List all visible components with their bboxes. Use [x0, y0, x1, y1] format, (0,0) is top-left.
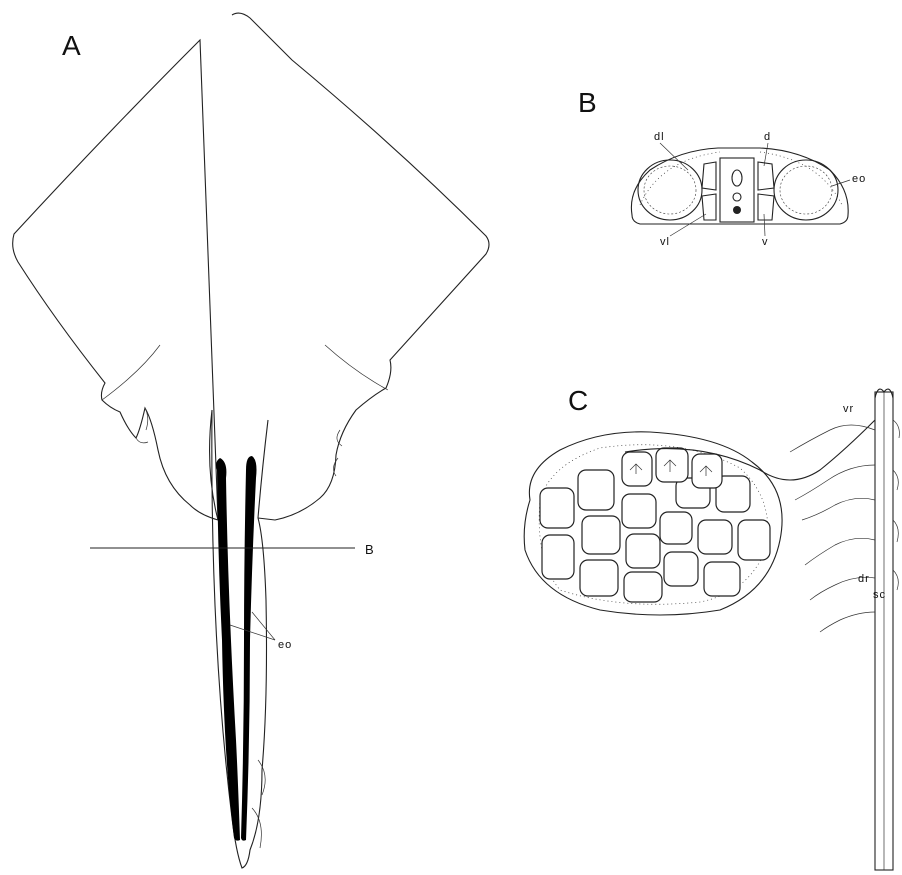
ventral-muscle-left: [702, 194, 716, 220]
leader-dl: [660, 143, 688, 170]
nerve-branch: [893, 420, 899, 590]
electrocyte: [622, 494, 656, 528]
electrocyte: [664, 552, 698, 586]
eo-label-a: eo: [278, 639, 292, 651]
label-v: v: [762, 236, 769, 248]
label-d: d: [764, 131, 771, 143]
leader-d: [764, 143, 768, 166]
haemal-canal: [733, 206, 741, 214]
panel-c: C: [524, 385, 899, 870]
centrum: [733, 193, 741, 201]
dorsal-root: [820, 612, 875, 632]
label-vr: vr: [843, 403, 854, 415]
electrocyte: [578, 470, 614, 510]
panel-b-label: B: [578, 87, 597, 118]
leader-vl: [670, 214, 706, 236]
ventral-root: [802, 498, 875, 520]
ventral-muscle-right: [758, 194, 774, 220]
electrocyte: [698, 520, 732, 554]
label-dl: dl: [654, 131, 665, 143]
electrocyte: [624, 572, 662, 602]
electrocyte: [660, 512, 692, 544]
ventral-root: [790, 425, 875, 452]
electrocyte-innervated: [692, 454, 722, 488]
label-sc: sc: [873, 589, 886, 601]
label-vl: vl: [660, 236, 670, 248]
eo-leader-left: [230, 625, 275, 640]
electrocyte: [582, 516, 620, 554]
panel-c-label: C: [568, 385, 588, 416]
pelvic-fold-left: [102, 345, 160, 400]
panel-a: A B eo: [13, 13, 489, 868]
electrocyte: [738, 520, 770, 560]
label-dr: dr: [858, 573, 870, 585]
pelvic-fold-right: [325, 345, 388, 390]
leader-v: [764, 214, 765, 236]
electric-organ-section-right: [774, 160, 838, 220]
dorsal-root: [805, 538, 875, 565]
electrocytes: [540, 448, 770, 602]
dorsal-muscle-left: [702, 162, 716, 190]
electric-organ-section-left: [638, 160, 702, 220]
dorsal-muscle-right: [758, 162, 774, 190]
electric-organ-right: [241, 456, 257, 841]
electrocyte-innervated: [656, 448, 688, 482]
electrocyte: [626, 534, 660, 568]
electric-organ-cells-right: [780, 166, 832, 214]
tail-fin: [252, 760, 265, 848]
section-marker: B: [365, 542, 374, 557]
electrocyte: [540, 488, 574, 528]
disc-outline: [13, 13, 489, 520]
panel-b: B dl d eo vl v: [578, 87, 866, 248]
panel-a-label: A: [62, 30, 81, 61]
electric-organ-cells-left: [644, 166, 696, 214]
electrocyte-innervated: [622, 452, 652, 486]
spinal-cord: [732, 170, 742, 186]
pelvic-notch-left: [136, 408, 148, 443]
electrocyte: [704, 562, 740, 596]
label-eo-b: eo: [852, 173, 866, 185]
electrocyte: [580, 560, 618, 596]
electrocyte: [542, 535, 574, 579]
ventral-root: [795, 465, 875, 500]
